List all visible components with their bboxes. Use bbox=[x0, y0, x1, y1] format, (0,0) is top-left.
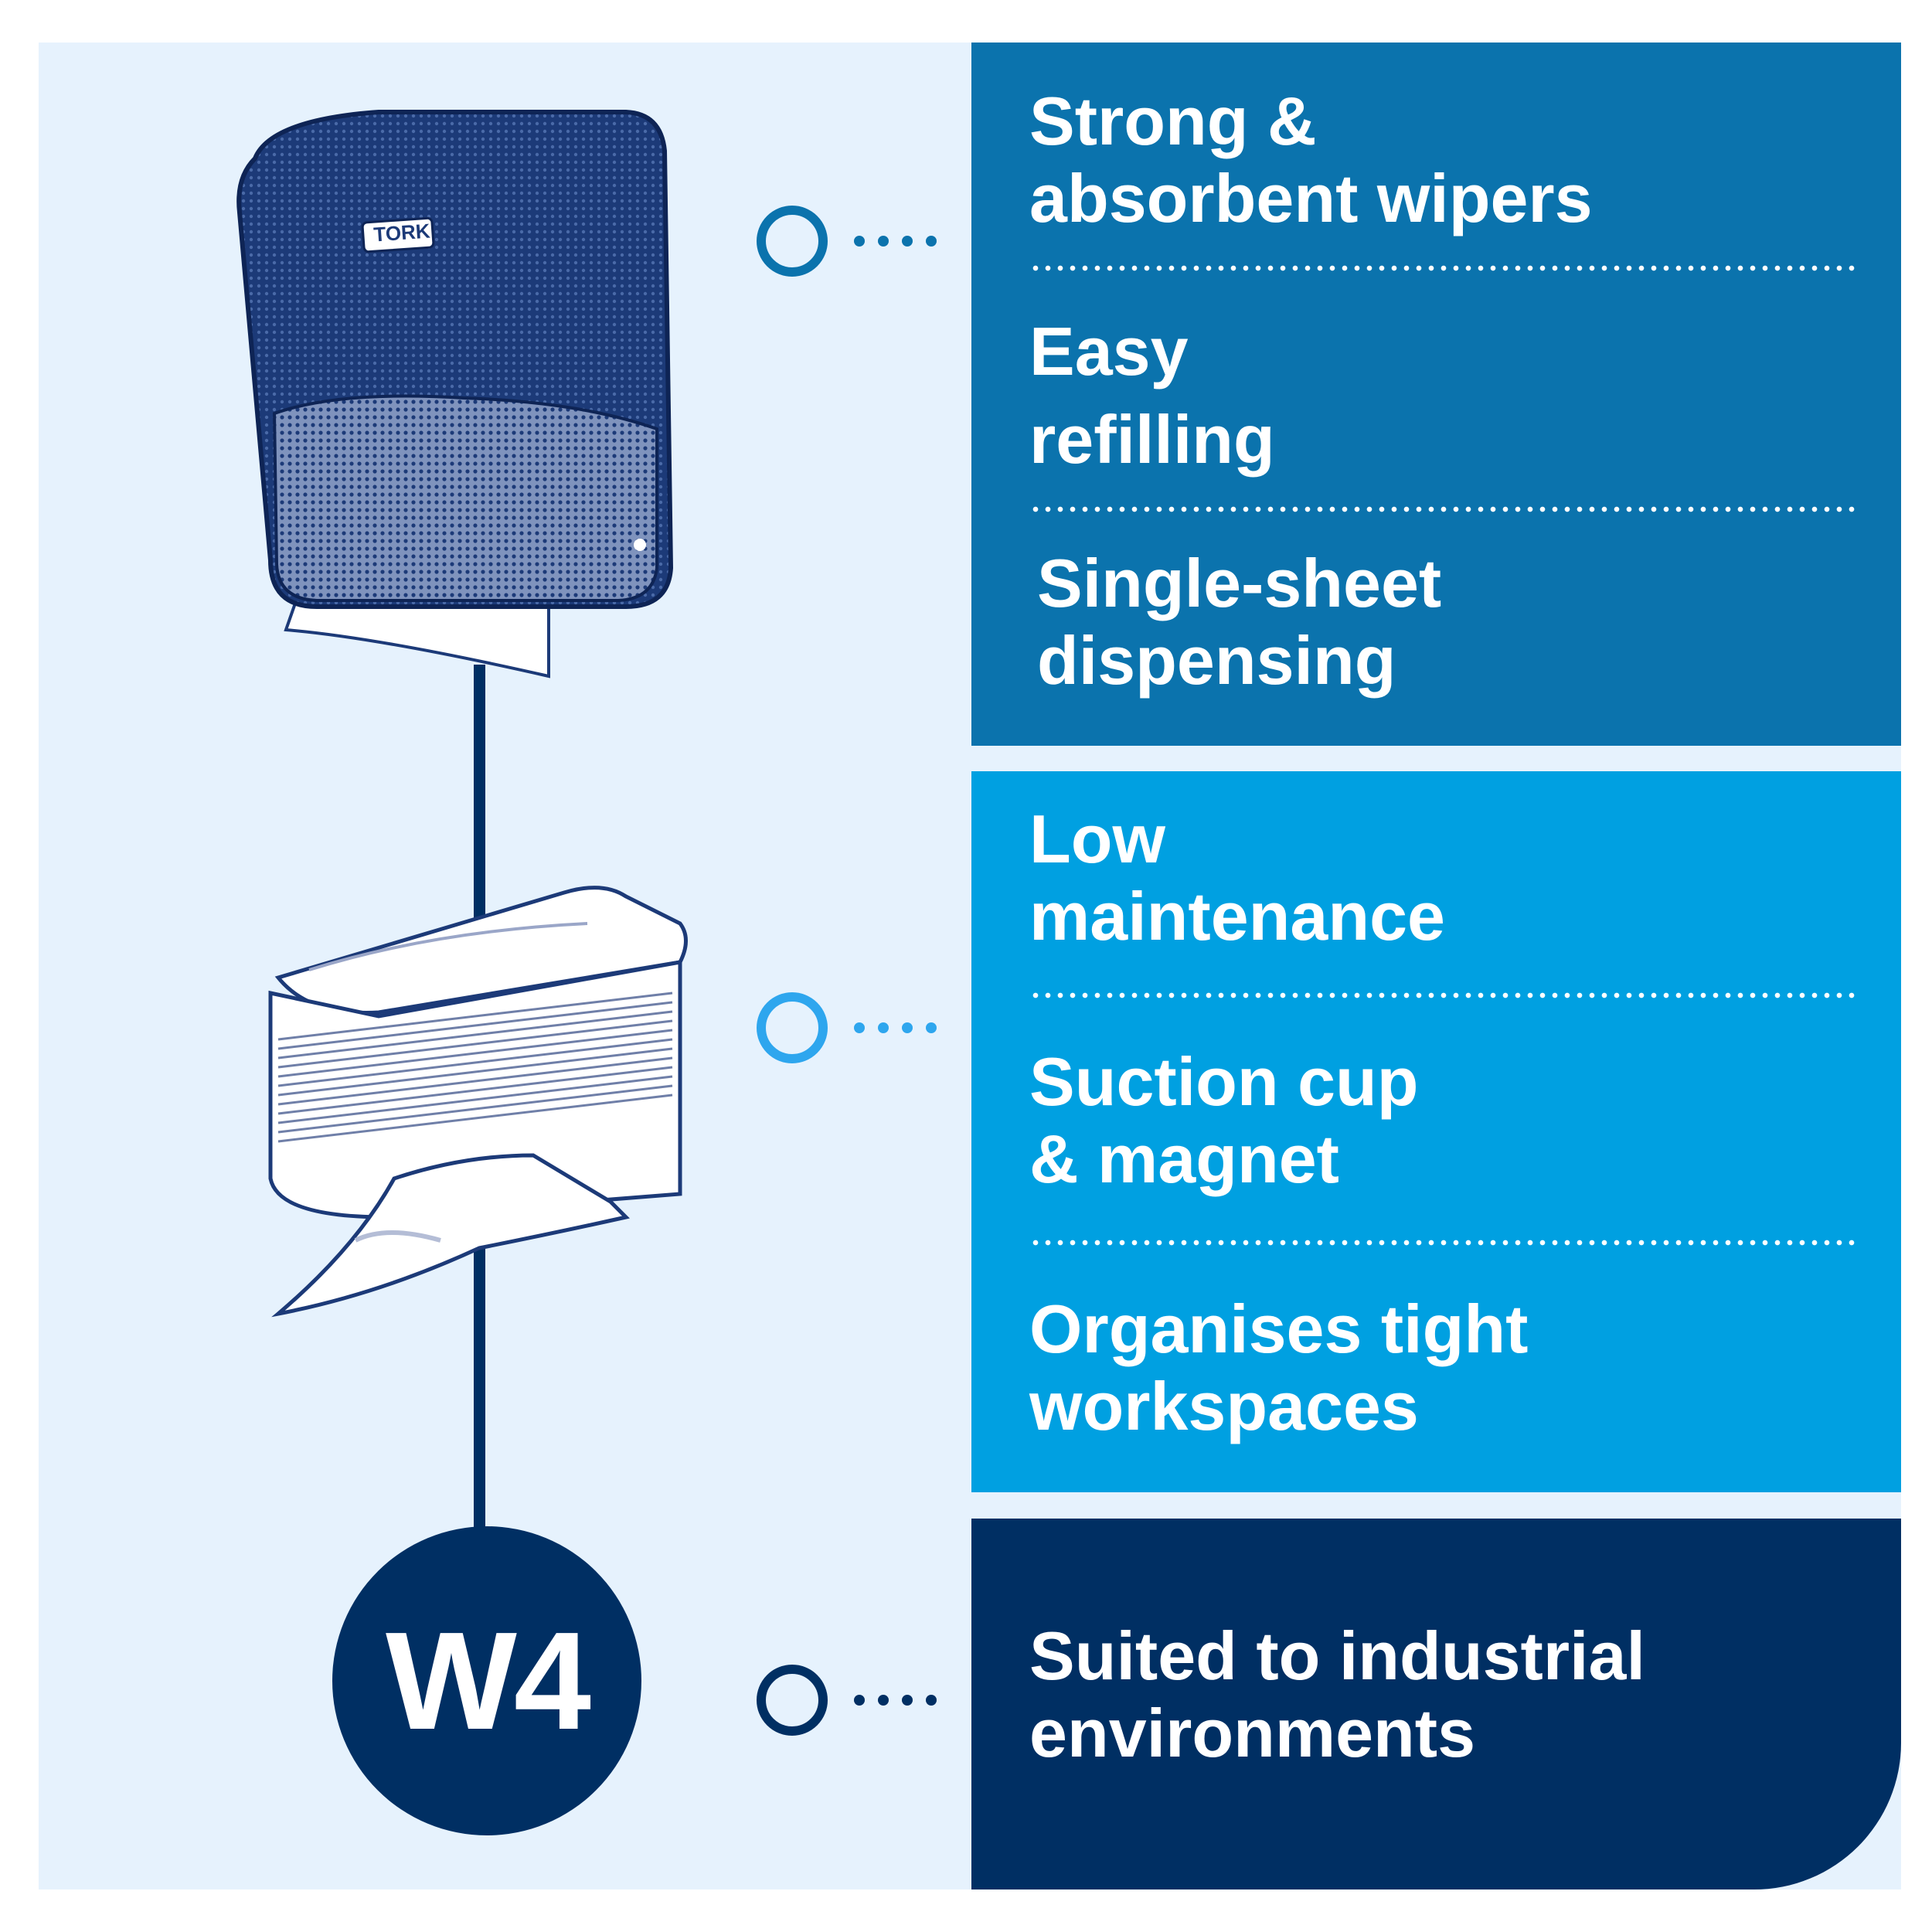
feature-industrial: Suited to industrial environments bbox=[1029, 1617, 1645, 1772]
dotted-divider bbox=[1029, 1240, 1856, 1246]
feature-line: absorbent wipers bbox=[1029, 160, 1593, 236]
connector-top bbox=[757, 206, 937, 277]
dotted-divider bbox=[1029, 992, 1856, 998]
feature-panel-middle: Low maintenance Suction cup & magnet Org… bbox=[971, 771, 1901, 1492]
feature-line: & magnet bbox=[1029, 1121, 1339, 1197]
feature-line: Easy bbox=[1029, 313, 1189, 389]
feature-strong-absorbent: Strong & absorbent wipers bbox=[1029, 83, 1593, 237]
feature-line: Suction cup bbox=[1029, 1043, 1419, 1120]
feature-easy-refilling: Easy refilling bbox=[1029, 313, 1275, 478]
w4-badge: W4 bbox=[332, 1526, 641, 1835]
feature-low-maintenance: Low maintenance bbox=[1029, 801, 1445, 955]
connector-bottom bbox=[757, 1665, 937, 1736]
feature-line: refilling bbox=[1029, 401, 1275, 478]
feature-line: dispensing bbox=[1037, 622, 1396, 699]
feature-line: Low bbox=[1029, 801, 1165, 877]
wiper-pack-illustration bbox=[268, 886, 688, 1318]
feature-panel-bottom: Suited to industrial environments bbox=[971, 1519, 1901, 1889]
feature-line: workspaces bbox=[1029, 1368, 1419, 1444]
feature-single-sheet: Single-sheet dispensing bbox=[1037, 545, 1441, 699]
dotted-divider bbox=[1029, 265, 1856, 271]
feature-line: Single-sheet bbox=[1037, 545, 1442, 621]
feature-panel-top: Strong & absorbent wipers Easy refilling… bbox=[971, 43, 1901, 746]
feature-line: Organises tight bbox=[1029, 1291, 1529, 1367]
feature-line: maintenance bbox=[1029, 878, 1445, 954]
connector-middle bbox=[757, 992, 937, 1063]
tork-logo-text: TORK bbox=[372, 219, 431, 247]
feature-organises-workspaces: Organises tight workspaces bbox=[1029, 1291, 1528, 1445]
dispenser-illustration bbox=[236, 110, 674, 679]
feature-line: Strong & bbox=[1029, 83, 1317, 159]
feature-suction-cup: Suction cup & magnet bbox=[1029, 1043, 1419, 1198]
dotted-divider bbox=[1029, 506, 1856, 512]
feature-line: Suited to industrial bbox=[1029, 1617, 1645, 1694]
feature-line: environments bbox=[1029, 1695, 1476, 1771]
